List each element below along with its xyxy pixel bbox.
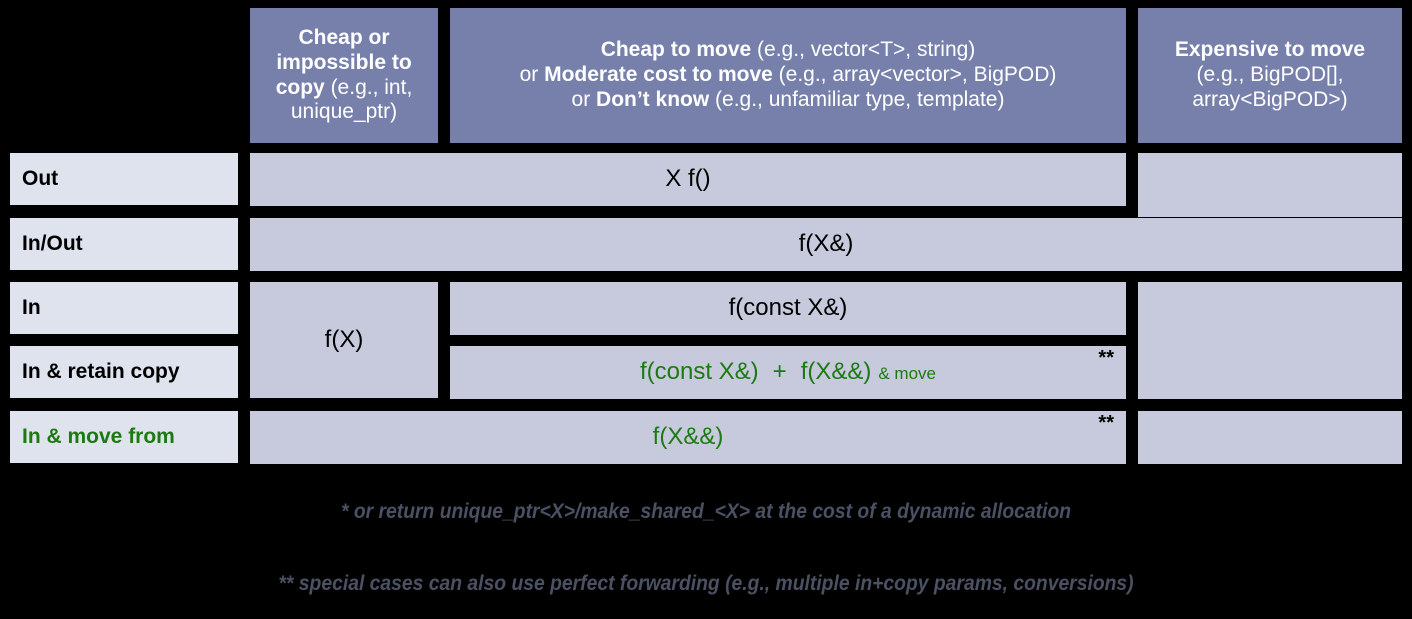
cell-in-signature: f(const X&) bbox=[450, 282, 1126, 335]
footnote-single-star: * or return unique_ptr<X>/make_shared_<X… bbox=[56, 500, 1355, 524]
row-label-text: In bbox=[22, 295, 41, 319]
header-line-2: or Moderate cost to move (e.g., array<ve… bbox=[520, 63, 1057, 88]
cell-text: f(const X&) bbox=[728, 294, 848, 322]
header-line-1: Cheap to move (e.g., vector<T>, string) bbox=[601, 38, 976, 63]
header-line-expensive-1: Expensive to move bbox=[1175, 38, 1365, 63]
cell-in-out-signature: f(X&) bbox=[250, 218, 1402, 271]
cell-text: f(X&) bbox=[798, 230, 854, 258]
row-label-in-out: In/Out bbox=[10, 218, 238, 270]
row-label-text: In & retain copy bbox=[22, 359, 180, 383]
header-prefix-dontknow: or bbox=[571, 87, 597, 111]
cell-in-retain-copy-signature: f(const X&) + f(X&&) & move ** bbox=[450, 346, 1126, 399]
header-example-dont-know: (e.g., unfamiliar type, template) bbox=[709, 87, 1005, 111]
table-corner-cell bbox=[10, 10, 238, 142]
footnote-marker-double-star: ** bbox=[1098, 412, 1114, 434]
cell-out-expensive bbox=[1138, 153, 1402, 217]
header-strong-1: Cheap or impossible to copy bbox=[275, 25, 412, 99]
column-header-cheap-to-move: Cheap to move (e.g., vector<T>, string) … bbox=[450, 8, 1126, 143]
header-line-expensive-2: (e.g., BigPOD[], bbox=[1196, 63, 1344, 87]
row-label-out: Out bbox=[10, 153, 238, 205]
header-line-expensive-3: array<BigPOD>) bbox=[1192, 87, 1348, 111]
signature-plus: + bbox=[772, 358, 787, 386]
header-strong-cheap-to-move: Cheap to move bbox=[600, 38, 752, 62]
cell-text: f(X&&) bbox=[652, 423, 724, 451]
cell-in-cheap-copy-fx: f(X) bbox=[250, 282, 438, 398]
row-label-text: Out bbox=[22, 166, 59, 190]
header-example-cheap-to-move: (e.g., vector<T>, string) bbox=[751, 38, 976, 62]
footnote-text: * or return unique_ptr<X>/make_shared_<X… bbox=[340, 500, 1072, 523]
header-example-1: (e.g., int, unique_ptr) bbox=[290, 75, 413, 124]
cell-in-expensive bbox=[1138, 282, 1402, 399]
cell-out-signature: X f() bbox=[250, 153, 1126, 206]
column-header-text: Cheap or impossible to copy (e.g., int, … bbox=[258, 26, 430, 125]
row-label-in-retain-copy: In & retain copy bbox=[10, 346, 238, 398]
signature-and-move: & move bbox=[878, 364, 937, 384]
row-label-in: In bbox=[10, 282, 238, 334]
signature-group: f(const X&) + f(X&&) & move bbox=[640, 358, 936, 386]
signature-rvalue-ref: f(X&&) bbox=[800, 358, 872, 386]
header-line-3: or Don’t know (e.g., unfamiliar type, te… bbox=[572, 88, 1005, 113]
header-strong-moderate-cost: Moderate cost to move bbox=[544, 63, 773, 87]
header-strong-expensive-to-move: Expensive to move bbox=[1174, 38, 1366, 62]
row-label-text: In/Out bbox=[22, 231, 83, 255]
row-label-text: In & move from bbox=[22, 424, 175, 448]
header-prefix-moderate: or bbox=[519, 63, 545, 87]
footnote-marker-double-star: ** bbox=[1098, 347, 1114, 369]
footnote-double-star: ** special cases can also use perfect fo… bbox=[56, 572, 1355, 596]
cell-text: f(X) bbox=[324, 325, 364, 353]
row-label-in-move-from: In & move from bbox=[10, 411, 238, 463]
column-header-expensive-to-move: Expensive to move (e.g., BigPOD[], array… bbox=[1138, 8, 1402, 143]
signature-const-ref: f(const X&) bbox=[639, 358, 759, 386]
header-strong-dont-know: Don’t know bbox=[596, 87, 710, 111]
header-example-moderate-cost: (e.g., array<vector>, BigPOD) bbox=[772, 63, 1057, 87]
cell-in-move-from-signature: f(X&&) ** bbox=[250, 411, 1126, 464]
column-header-cheap-or-impossible-to-copy: Cheap or impossible to copy (e.g., int, … bbox=[250, 8, 438, 143]
cell-in-move-from-expensive bbox=[1138, 411, 1402, 464]
footnote-text: ** special cases can also use perfect fo… bbox=[278, 572, 1134, 595]
cell-text: X f() bbox=[665, 165, 711, 193]
